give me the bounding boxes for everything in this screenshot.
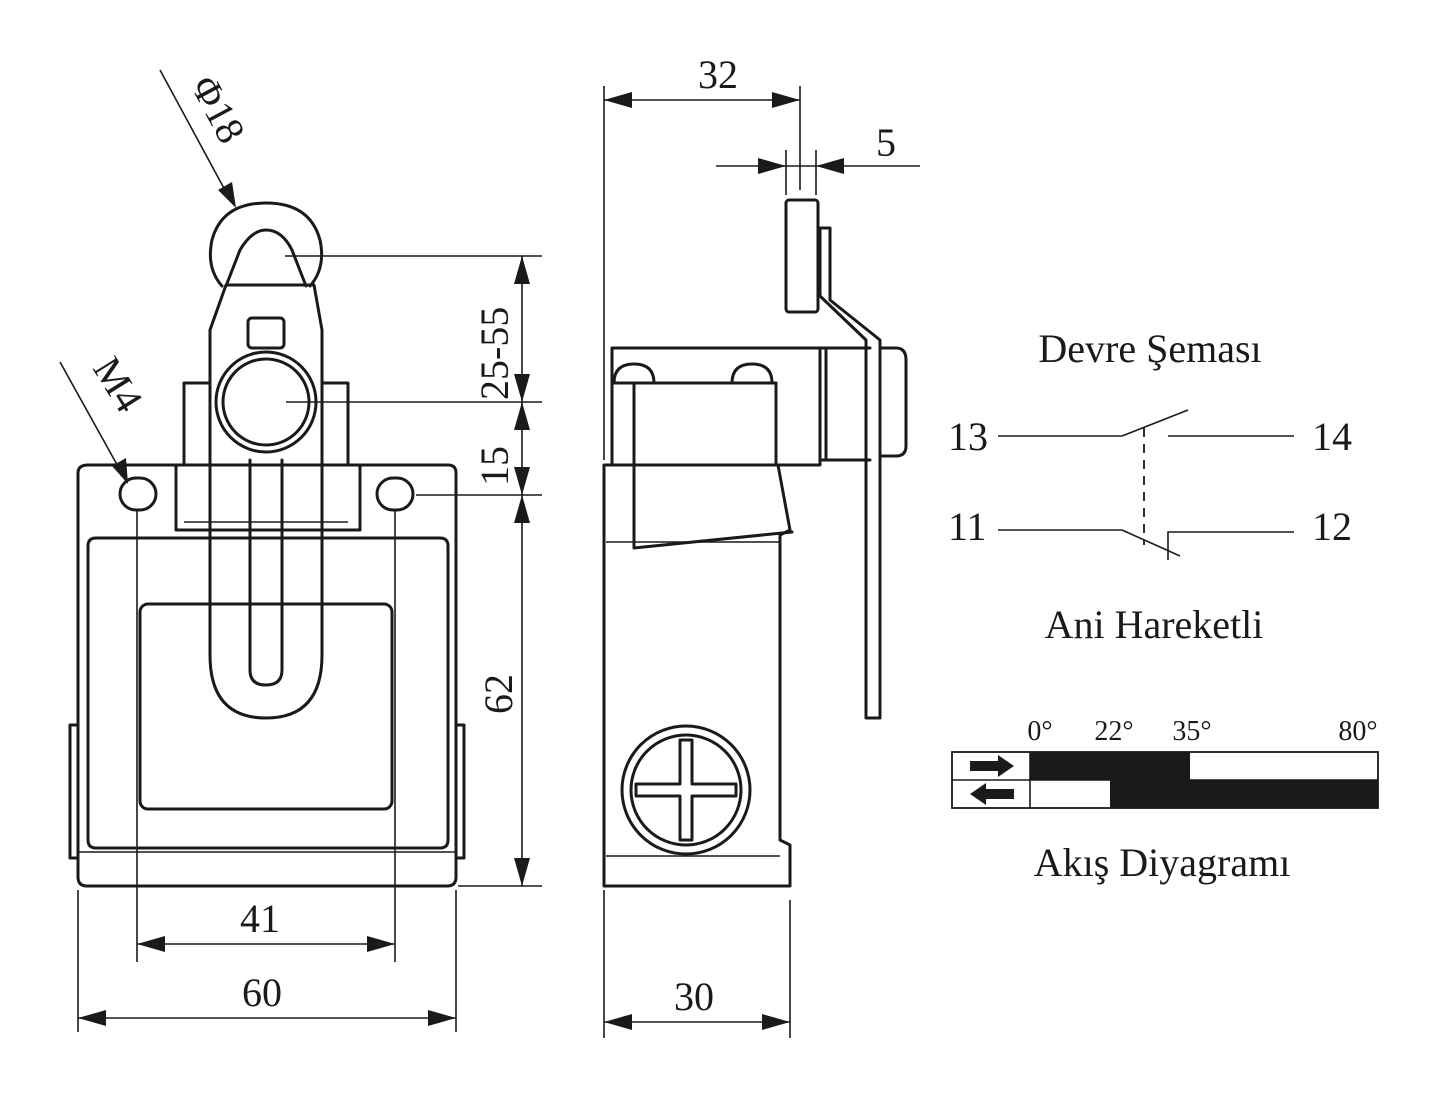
flow-diagram-title: Akış Diyagramı xyxy=(1034,840,1291,885)
contact-nc-blade xyxy=(1121,529,1181,557)
roller-hub xyxy=(224,228,308,288)
side-shaft-housing xyxy=(818,346,872,462)
side-screw-1 xyxy=(612,362,656,385)
front-cover xyxy=(86,536,450,850)
terminal-13: 13 xyxy=(948,414,988,459)
side-dimensions: 32 5 30 xyxy=(604,52,920,1030)
terminal-11: 11 xyxy=(948,504,987,549)
front-head-left xyxy=(182,381,212,467)
front-label-plate xyxy=(138,602,394,811)
side-view xyxy=(602,86,908,1038)
side-screw-2 xyxy=(730,362,774,385)
terminal-12: 12 xyxy=(1312,504,1352,549)
roller xyxy=(208,201,324,288)
body-width-label: 60 xyxy=(242,970,282,1015)
side-shaft-cap xyxy=(878,346,908,458)
hole-spacing-label: 41 xyxy=(240,896,280,941)
return-arrow-icon xyxy=(970,783,1014,805)
forward-closed-bar xyxy=(1030,752,1190,780)
roller-diameter-label: Φ18 xyxy=(182,68,254,150)
front-dimensions: Φ18 M4 25-55 15 62 41 60 xyxy=(59,68,530,1026)
lever-clamp xyxy=(246,316,286,350)
return-closed-bar xyxy=(1110,780,1378,808)
contact-12-wire xyxy=(1167,531,1294,560)
mount-thread-label: M4 xyxy=(84,349,152,420)
front-head-right xyxy=(320,381,350,467)
action-type-label: Ani Hareketli xyxy=(1045,602,1264,647)
dim-15-label: 15 xyxy=(472,446,517,486)
front-head-block xyxy=(174,463,362,532)
side-body xyxy=(602,463,792,888)
angle-label-1: 22° xyxy=(1094,716,1133,747)
angle-label-2: 35° xyxy=(1172,716,1211,747)
circuit-title: Devre Şeması xyxy=(1038,326,1261,371)
cable-gland-cross xyxy=(634,738,738,842)
lever-range-label: 25-55 xyxy=(472,307,517,400)
side-roller xyxy=(784,198,820,314)
side-width-top-label: 32 xyxy=(698,52,738,97)
contact-no-blade xyxy=(1121,409,1189,437)
angle-label-0: 0° xyxy=(1027,716,1052,747)
side-body-step xyxy=(632,463,794,550)
mount-hole-left xyxy=(118,476,158,512)
flow-diagram: 0° 22° 35° 80° Akış Diyagramı xyxy=(951,716,1379,885)
circuit-schematic: Devre Şeması 13 14 11 12 Ani Hareketli xyxy=(948,326,1352,647)
lever-arm xyxy=(208,283,324,720)
side-lever xyxy=(818,226,882,720)
front-view xyxy=(68,201,542,1032)
cable-gland-inner xyxy=(629,733,743,847)
front-left-flange xyxy=(68,723,80,860)
terminal-14: 14 xyxy=(1312,414,1352,459)
forward-arrow-icon xyxy=(970,755,1014,777)
front-body-outline xyxy=(76,463,458,888)
side-depth-label: 30 xyxy=(674,974,714,1019)
lever-slot xyxy=(248,458,284,687)
body-height-label: 62 xyxy=(476,674,521,714)
front-right-flange xyxy=(454,723,466,860)
roller-width-label: 5 xyxy=(876,120,896,165)
cable-gland-outer xyxy=(620,724,752,856)
angle-label-3: 80° xyxy=(1338,716,1377,747)
mount-hole-right xyxy=(375,476,415,512)
